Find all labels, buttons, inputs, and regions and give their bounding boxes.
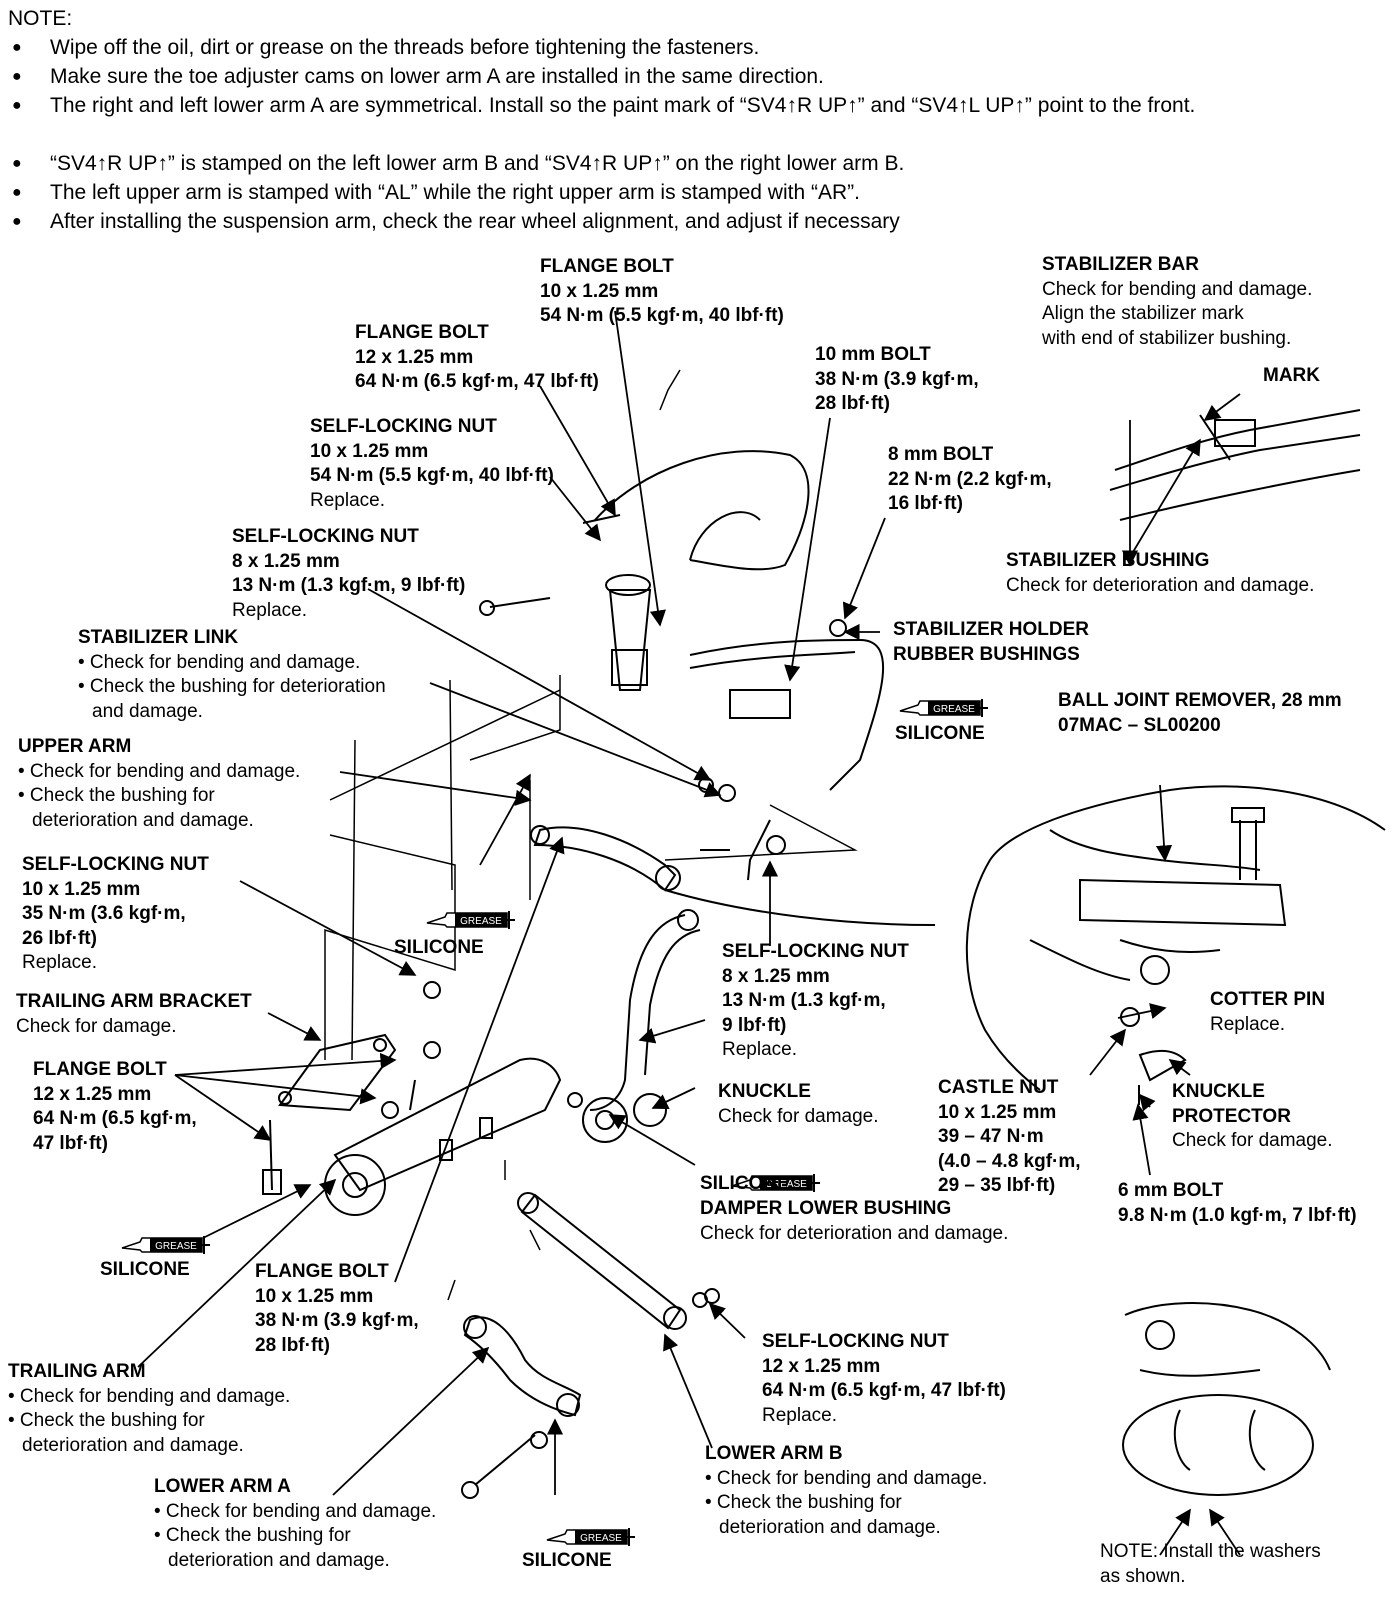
bullet-icon: ●	[12, 155, 22, 172]
trailing-bracket	[278, 1033, 397, 1112]
label-lower-arm-a: LOWER ARM A • Check for bending and dama…	[154, 1476, 437, 1571]
label-self-nut-left: SELF-LOCKING NUT 10 x 1.25 mm 35 N·m (3.…	[22, 854, 209, 973]
lower-arm-a	[463, 1316, 582, 1417]
label-stabilizer-holder: STABILIZER HOLDER RUBBER BUSHINGS	[893, 619, 1089, 665]
label-self-nut-8: SELF-LOCKING NUT 8 x 1.25 mm 13 N·m (1.3…	[232, 526, 466, 621]
label-10mm-bolt: 10 mm BOLT 38 N·m (3.9 kgf·m, 28 lbf·ft)	[815, 344, 979, 414]
label-cotter-pin: COTTER PIN Replace.	[1210, 989, 1326, 1035]
label-stabilizer-bar: STABILIZER BAR Check for bending and dam…	[1042, 254, 1313, 349]
label-stabilizer-link: STABILIZER LINK • Check for bending and …	[78, 627, 386, 722]
svg-text:GREASE: GREASE	[460, 916, 502, 927]
label-damper-lower-bushing: DAMPER LOWER BUSHING Check for deteriora…	[700, 1198, 1009, 1244]
note-item-4: ●“SV4↑R UP↑” is stamped on the left lowe…	[12, 149, 1382, 178]
stabilizer-link	[747, 819, 771, 881]
bullet-icon: ●	[12, 184, 22, 201]
note-item-1: ●Wipe off the oil, dirt or grease on the…	[12, 33, 1382, 62]
label-trailing-arm-bracket: TRAILING ARM BRACKET Check for damage.	[16, 991, 252, 1037]
label-stabilizer-bushing: STABILIZER BUSHING Check for deteriorati…	[1006, 550, 1315, 596]
svg-text:GREASE: GREASE	[765, 1179, 807, 1190]
label-self-nut-top: SELF-LOCKING NUT 10 x 1.25 mm 54 N·m (5.…	[310, 416, 554, 511]
label-knuckle: KNUCKLE Check for damage.	[718, 1081, 879, 1127]
note-title: NOTE:	[8, 7, 73, 30]
silicone-label: SILICONE	[895, 723, 985, 744]
label-lower-arm-b: LOWER ARM B • Check for bending and dama…	[705, 1443, 988, 1538]
label-self-nut-12: SELF-LOCKING NUT 12 x 1.25 mm 64 N·m (6.…	[762, 1331, 1006, 1426]
damper	[608, 589, 652, 691]
label-ball-joint-remover: BALL JOINT REMOVER, 28 mm 07MAC – SL0020…	[1058, 690, 1342, 736]
grease-tube-icon: GREASE	[426, 911, 515, 929]
silicone-label: SILICONE	[100, 1259, 190, 1280]
label-knuckle-protector: KNUCKLE PROTECTOR Check for damage.	[1172, 1081, 1333, 1151]
lower-arm-b	[520, 1193, 682, 1330]
label-washer-note: NOTE: Install the washers as shown.	[1100, 1541, 1321, 1587]
silicone-label: SILICONE	[522, 1550, 612, 1571]
stabilizer-bar	[689, 638, 884, 791]
bullet-icon: ●	[12, 68, 22, 85]
trailing-arm-body	[333, 1057, 562, 1192]
label-8mm-bolt: 8 mm BOLT 22 N·m (2.2 kgf·m, 16 lbf·ft)	[888, 444, 1052, 514]
grease-tube-icon: GREASE	[899, 699, 988, 717]
silicone-label: SILICONE	[394, 937, 484, 958]
label-flange-bolt-left: FLANGE BOLT 12 x 1.25 mm 64 N·m (6.5 kgf…	[33, 1059, 197, 1154]
bullet-icon: ●	[12, 213, 22, 230]
note-item-2: ●Make sure the toe adjuster cams on lowe…	[12, 62, 1382, 91]
grease-tube-icon: GREASE	[731, 1174, 820, 1192]
note-item-6: ●After installing the suspension arm, ch…	[12, 207, 1382, 236]
label-upper-arm: UPPER ARM • Check for bending and damage…	[18, 736, 301, 831]
body-panel	[594, 450, 810, 571]
label-mark: MARK	[1263, 365, 1320, 386]
bullet-icon: ●	[12, 97, 22, 114]
note-item-3: ●The right and left lower arm A are symm…	[12, 91, 1382, 120]
label-castle-nut: CASTLE NUT 10 x 1.25 mm 39 – 47 N·m (4.0…	[938, 1077, 1081, 1196]
note-item-5: ●The left upper arm is stamped with “AL”…	[12, 178, 1382, 207]
washer-detail	[1124, 1302, 1331, 1371]
bullet-icon: ●	[12, 39, 22, 56]
svg-text:GREASE: GREASE	[580, 1533, 622, 1544]
knuckle-body	[589, 914, 686, 1111]
upper-arm	[533, 826, 677, 892]
inset-circle	[965, 785, 1386, 1091]
label-flange-bolt-bottom: FLANGE BOLT 10 x 1.25 mm 38 N·m (3.9 kgf…	[255, 1261, 419, 1356]
label-self-nut-mid: SELF-LOCKING NUT 8 x 1.25 mm 13 N·m (1.3…	[722, 941, 909, 1060]
grease-tube-icon: GREASE	[546, 1528, 635, 1546]
svg-text:GREASE: GREASE	[155, 1241, 197, 1252]
silicone-label: SILICONE	[700, 1173, 790, 1194]
label-flange-bolt-12: FLANGE BOLT 12 x 1.25 mm 64 N·m (6.5 kgf…	[355, 322, 599, 392]
grease-tube-icon: GREASE	[121, 1236, 210, 1254]
label-flange-bolt-top: FLANGE BOLT 10 x 1.25 mm 54 N·m (5.5 kgf…	[540, 256, 784, 326]
label-6mm-bolt: 6 mm BOLT 9.8 N·m (1.0 kgf·m, 7 lbf·ft)	[1118, 1180, 1357, 1226]
label-trailing-arm: TRAILING ARM • Check for bending and dam…	[8, 1361, 291, 1456]
svg-text:GREASE: GREASE	[933, 704, 975, 715]
